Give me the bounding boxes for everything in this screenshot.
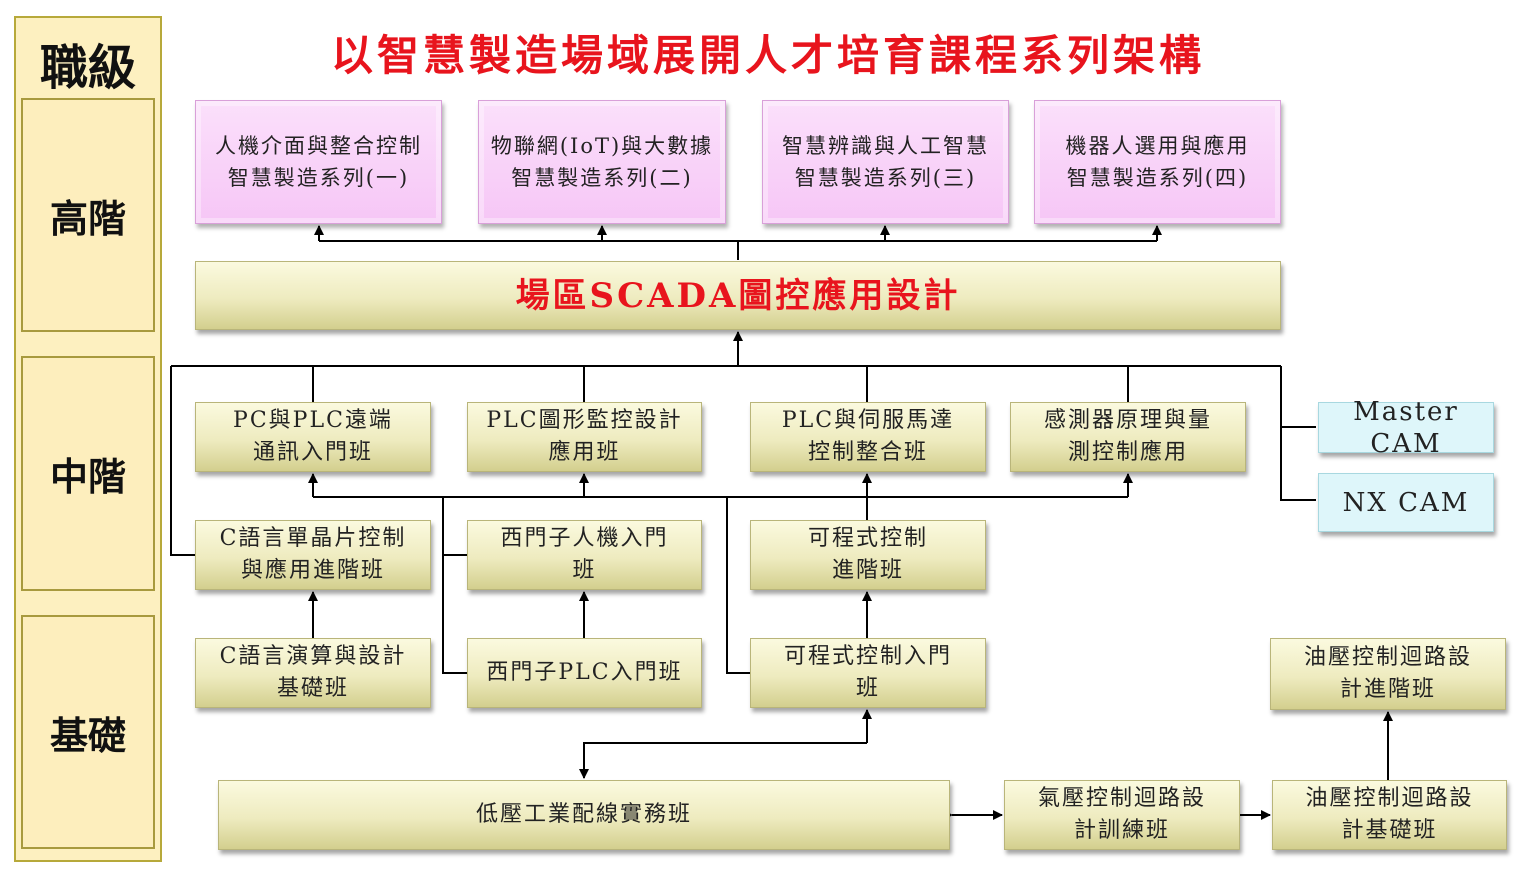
- course-line1: 機器人選用與應用: [1065, 134, 1250, 158]
- course-line2: 基礎班: [276, 676, 349, 701]
- course-line2: 測控制應用: [1067, 440, 1188, 465]
- course-line1: 西門子人機入門: [500, 526, 669, 551]
- course-line2: 班: [572, 558, 597, 583]
- course-label: Master CAM: [1353, 396, 1459, 459]
- course-c-algorithm-basic[interactable]: C語言演算與設計基礎班: [195, 638, 431, 708]
- course-line1: 氣壓控制迴路設: [1037, 786, 1206, 811]
- course-pneumatic-training[interactable]: 氣壓控制迴路設計訓練班: [1004, 780, 1240, 850]
- course-hmi-integration[interactable]: 人機介面與整合控制智慧製造系列(一): [195, 100, 442, 224]
- course-line1: 感測器原理與量: [1043, 408, 1212, 433]
- course-master-cam[interactable]: Master CAM: [1318, 397, 1494, 459]
- course-c-mcu-advanced[interactable]: C語言單晶片控制與應用進階班: [195, 520, 431, 590]
- course-sensor-measurement[interactable]: 感測器原理與量測控制應用: [1010, 402, 1246, 472]
- course-line2: 班: [855, 676, 880, 701]
- level-advanced: 高階: [21, 98, 155, 332]
- course-line2: 智慧製造系列(三): [794, 166, 977, 190]
- course-line1: C語言單晶片控制: [219, 526, 407, 551]
- course-line2: 通訊入門班: [252, 440, 373, 465]
- course-plc-servo[interactable]: PLC與伺服馬達控制整合班: [750, 402, 986, 472]
- course-siemens-plc-intro[interactable]: 西門子PLC入門班: [467, 638, 702, 708]
- course-nx-cam[interactable]: NX CAM: [1318, 473, 1494, 532]
- course-hydraulic-basic[interactable]: 油壓控制迴路設計基礎班: [1272, 780, 1507, 850]
- course-plc-advanced[interactable]: 可程式控制進階班: [750, 520, 986, 590]
- course-line1: 人機介面與整合控制: [215, 134, 422, 158]
- course-line2: 智慧製造系列(一): [227, 166, 410, 190]
- level-basic: 基礎: [21, 615, 155, 849]
- course-line1: 可程式控制: [807, 526, 928, 551]
- course-line1: PLC圖形監控設計: [486, 408, 683, 433]
- course-smart-recognition-ai[interactable]: 智慧辨識與人工智慧智慧製造系列(三): [762, 100, 1009, 224]
- course-plc-intro[interactable]: 可程式控制入門班: [750, 638, 986, 708]
- course-line1: 物聯網(IoT)與大數據: [490, 134, 714, 158]
- course-pc-plc-comm[interactable]: PC與PLC遠端通訊入門班: [195, 402, 431, 472]
- course-line1: PLC與伺服馬達: [781, 408, 955, 433]
- course-line1: C語言演算與設計: [219, 644, 407, 669]
- course-robotics[interactable]: 機器人選用與應用智慧製造系列(四): [1034, 100, 1281, 224]
- course-line2: 與應用進階班: [240, 558, 385, 583]
- course-line2: 進階班: [831, 558, 904, 583]
- course-line2: 智慧製造系列(二): [511, 166, 693, 190]
- course-line1: PC與PLC遠端: [233, 408, 393, 433]
- course-plc-graphic-monitor[interactable]: PLC圖形監控設計應用班: [467, 402, 702, 472]
- course-iot-bigdata[interactable]: 物聯網(IoT)與大數據智慧製造系列(二): [478, 100, 726, 224]
- level-intermediate: 中階: [21, 356, 155, 591]
- course-low-voltage-wiring[interactable]: 低壓工業配線實務班: [218, 780, 950, 850]
- course-line1: 油壓控制迴路設: [1303, 645, 1472, 670]
- course-label: NX CAM: [1342, 487, 1470, 518]
- course-line1: 可程式控制入門: [783, 644, 952, 669]
- course-line1: 油壓控制迴路設: [1305, 786, 1474, 811]
- course-line2: 應用班: [548, 440, 621, 465]
- course-scada[interactable]: 場區SCADA圖控應用設計: [195, 261, 1281, 330]
- course-line1: 智慧辨識與人工智慧: [782, 134, 989, 158]
- course-line2: 計進階班: [1339, 677, 1436, 702]
- course-line1: 低壓工業配線實務班: [475, 802, 692, 827]
- course-hydraulic-advanced[interactable]: 油壓控制迴路設計進階班: [1270, 638, 1506, 710]
- level-sidebar-title: 職級: [39, 40, 136, 96]
- scada-label: 場區SCADA圖控應用設計: [515, 275, 961, 316]
- course-line2: 智慧製造系列(四): [1066, 166, 1249, 190]
- diagram-title: 以智慧製造場域展開人才培育課程系列架構: [330, 31, 1205, 80]
- course-line2: 計基礎班: [1341, 818, 1438, 843]
- course-line1: 西門子PLC入門班: [486, 660, 683, 685]
- course-siemens-hmi-intro[interactable]: 西門子人機入門班: [467, 520, 702, 590]
- course-line2: 計訓練班: [1073, 818, 1170, 843]
- course-line2: 控制整合班: [807, 440, 928, 465]
